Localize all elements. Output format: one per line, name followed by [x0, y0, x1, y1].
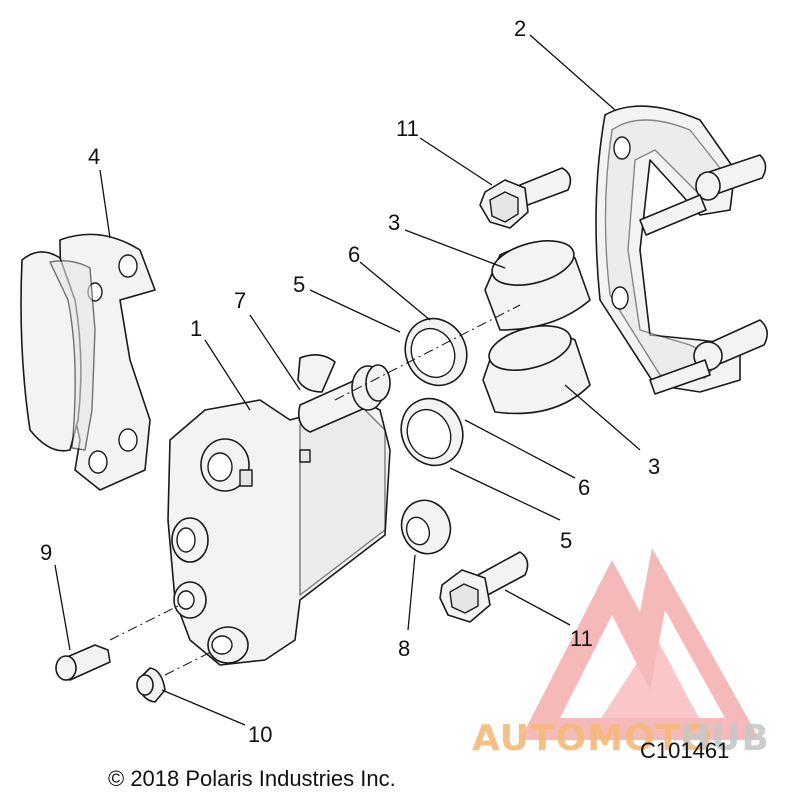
part-bracket [595, 105, 768, 395]
part-brake-pads [20, 233, 156, 491]
callout-11-upper: 11 [396, 116, 419, 141]
part-bolt-lower [439, 551, 529, 623]
callout-11-lower: 11 [570, 626, 593, 651]
callout-5-upper: 5 [293, 272, 305, 297]
part-bolt-upper [479, 167, 572, 229]
copyright-notice: © 2018 Polaris Industries Inc. [108, 766, 396, 791]
part-slide-pin [297, 354, 391, 433]
callout-3-upper: 3 [388, 210, 400, 235]
part-boot [400, 499, 452, 555]
callout-4: 4 [88, 144, 100, 169]
callout-5-lower: 5 [560, 528, 572, 553]
part-cap [136, 667, 166, 703]
part-caliper-body [167, 399, 391, 666]
callout-9: 9 [40, 540, 52, 565]
callout-6-upper: 6 [348, 242, 360, 267]
callout-6-lower: 6 [578, 475, 590, 500]
part-seal-lower [400, 397, 464, 467]
callout-10: 10 [248, 722, 272, 747]
callout-1: 1 [190, 316, 202, 341]
callout-7: 7 [234, 288, 246, 313]
callout-8: 8 [398, 636, 410, 661]
watermark-logo-icon [520, 548, 760, 740]
callout-3-lower: 3 [648, 454, 660, 479]
assembly-centerlines [109, 304, 521, 676]
diagram-code: C101461 [640, 738, 729, 763]
part-seal-upper [404, 317, 468, 387]
callout-2: 2 [514, 16, 526, 41]
watermark-brand-left: AUTOMOTO [472, 718, 713, 759]
watermark-brand-right: HUB [680, 718, 770, 759]
callout-labels: 1 2 3 3 4 5 5 6 6 7 8 9 10 11 11 [40, 16, 660, 747]
part-piston-upper [484, 240, 591, 331]
leader-lines [54, 34, 641, 726]
part-bleeder [55, 644, 111, 681]
part-piston-lower [482, 325, 591, 415]
